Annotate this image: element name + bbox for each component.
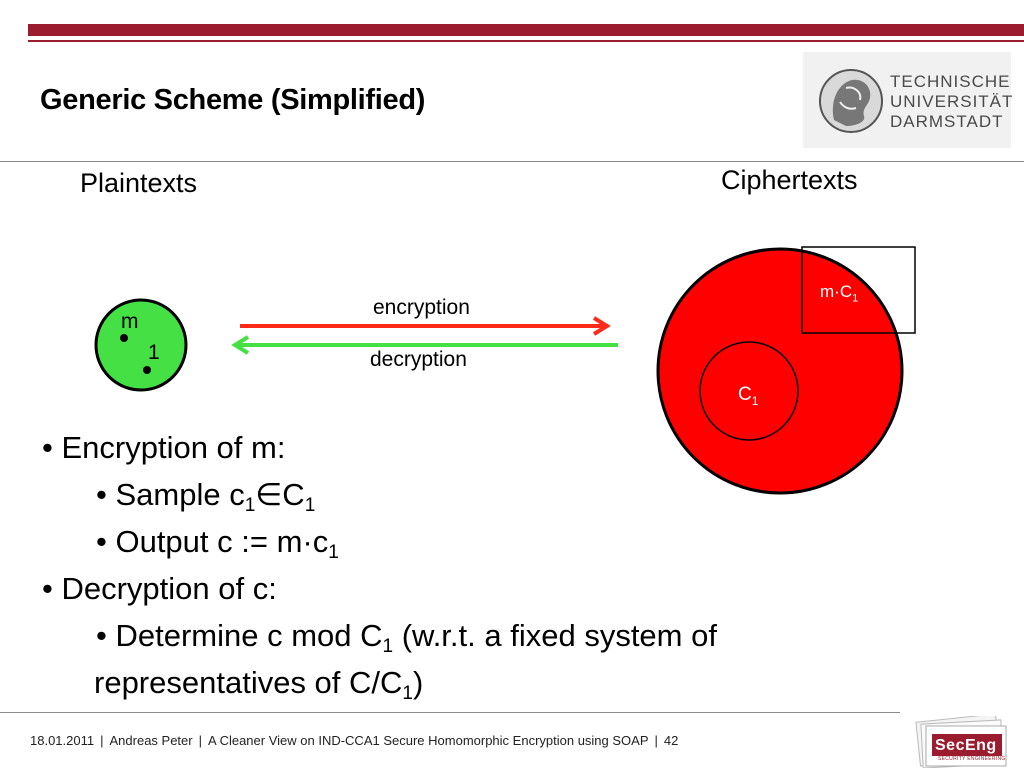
point-m-dot (120, 334, 128, 342)
seceng-name: SecEng (935, 737, 997, 754)
encryption-arrow-head (592, 316, 611, 336)
point-m-label: m (121, 310, 139, 333)
coset-label: m·C1 (820, 282, 859, 305)
subgroup-circle (699, 341, 799, 441)
plaintexts-label: Plaintexts (80, 168, 198, 198)
plaintext-space-circle (94, 298, 188, 392)
seceng-tagline: SECURITY ENGINEERING (938, 756, 1006, 762)
bullet-determine: • Determine c mod C1 (w.r.t. a fixed sys… (96, 618, 717, 657)
logo-line-1: TECHNISCHE (890, 72, 1011, 91)
slide-title: Generic Scheme (Simplified) (40, 84, 426, 116)
point-1-dot (143, 366, 151, 374)
point-1-label: 1 (148, 341, 160, 364)
footer-date: 18.01.2011 (30, 733, 95, 748)
footer-rule (0, 712, 900, 713)
encryption-label: encryption (373, 296, 470, 319)
footer-talk-title: A Cleaner View on IND-CCA1 Secure Homomo… (208, 733, 649, 748)
bullet-sample: • Sample c1∈C1 (96, 477, 316, 516)
ciphertext-space-circle (656, 247, 904, 495)
header-bar (28, 24, 1024, 36)
logo-line-2: UNIVERSITÄT (890, 92, 1014, 111)
decryption-label: decryption (370, 348, 467, 371)
footer: 18.01.2011|Andreas Peter|A Cleaner View … (30, 733, 679, 748)
athena-head-icon (819, 69, 883, 133)
bullet-decryption: • Decryption of c: (42, 571, 277, 606)
bullet-list: • Encryption of m: • Sample c1∈C1 • Outp… (42, 424, 717, 706)
header-bar-thin (28, 40, 1024, 42)
logo-line-3: DARMSTADT (890, 112, 1004, 131)
bullet-representatives: representatives of C/C1) (94, 665, 424, 704)
bullet-output: • Output c := m·c1 (96, 524, 339, 563)
footer-page-number: 42 (663, 733, 679, 748)
seceng-logo-icon (915, 716, 1007, 768)
footer-author: Andreas Peter (109, 733, 193, 748)
ciphertexts-label: Ciphertexts (721, 165, 858, 195)
header-rule (0, 161, 1024, 162)
bullet-encryption: • Encryption of m: (42, 430, 286, 465)
coset-box (801, 246, 916, 334)
subgroup-label: C1 (738, 384, 759, 408)
logo-text: TECHNISCHE UNIVERSITÄT DARMSTADT (890, 72, 1013, 132)
decryption-arrow-head (231, 335, 250, 355)
